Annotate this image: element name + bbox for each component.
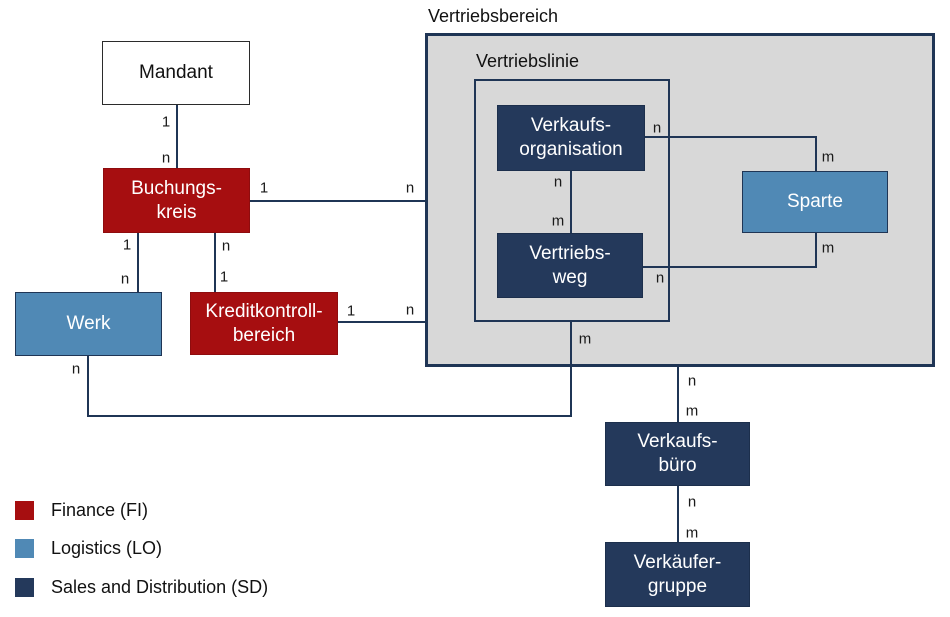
cardinality-verkaufsorganisation-vertriebsweg-m: m: [551, 212, 565, 230]
cardinality-buchungskreis-kkb-1: 1: [219, 268, 229, 286]
cardinality-verkaufsorganisation-sparte-n: n: [652, 119, 662, 137]
cardinality-vertriebslinie-werk-m: m: [578, 330, 592, 348]
entity-sparte-label: Sparte: [787, 191, 843, 212]
entity-vertriebsweg-label-line2: weg: [552, 266, 588, 288]
entity-verkaufsbuero-label-line2: büro: [658, 455, 697, 476]
connector-verkaufsorganisation-sparte: [645, 136, 817, 171]
cardinality-buchungskreis-vertriebsbereich-n: n: [405, 179, 415, 197]
cardinality-buchungskreis-werk-1: 1: [122, 236, 132, 254]
cardinality-kkb-vertriebsbereich-1: 1: [346, 302, 356, 320]
logistics-color-swatch: [15, 539, 34, 558]
cardinality-verkaufsorganisation-sparte-m: m: [821, 148, 835, 166]
legend-item-sales-distribution: Sales and Distribution (SD): [15, 577, 268, 598]
cardinality-buchungskreis-werk-n: n: [120, 270, 130, 288]
legend-label-sales-distribution: Sales and Distribution (SD): [51, 577, 269, 597]
cardinality-vertriebsbereich-verkaufsbuero-n: n: [687, 372, 697, 390]
entity-verkaufsbuero-label-line1: Verkaufs-: [637, 431, 718, 452]
cardinality-verkaufsbuero-verkaeufergruppe-m: m: [685, 524, 699, 542]
entity-buchungskreis-label-line2: kreis: [156, 201, 197, 223]
connector-sparte-vertriebsweg: [643, 233, 817, 268]
entity-mandant: Mandant: [102, 41, 250, 105]
entity-verkaufsorganisation-label-line2: organisation: [519, 139, 623, 160]
cardinality-vertriebsweg-sparte-m: m: [821, 239, 835, 257]
entity-verkaufsorganisation-label-line1: Verkaufs-: [530, 115, 612, 136]
legend-label-finance: Finance (FI): [51, 500, 149, 520]
legend-item-finance: Finance (FI): [15, 500, 148, 521]
cardinality-buchungskreis-vertriebsbereich-1: 1: [259, 179, 269, 197]
cardinality-vertriebsweg-sparte-n: n: [655, 269, 665, 287]
cardinality-mandant-buchungskreis-n: n: [161, 149, 171, 167]
sales-distribution-color-swatch: [15, 578, 34, 597]
cardinality-werk-vertriebslinie-n: n: [71, 360, 81, 378]
finance-color-swatch: [15, 501, 34, 520]
vertriebslinie-area-label: Vertriebslinie: [476, 51, 580, 71]
entity-werk: Werk: [15, 292, 162, 356]
entity-verkaeufergruppe: Verkäufer- gruppe: [605, 542, 750, 607]
cardinality-verkaufsbuero-verkaeufergruppe-n: n: [687, 493, 697, 511]
entity-buchungskreis: Buchungs- kreis: [103, 168, 250, 233]
entity-buchungskreis-label-line1: Buchungs-: [131, 177, 222, 199]
legend-label-logistics: Logistics (LO): [51, 538, 163, 558]
entity-verkaeufergruppe-label-line2: gruppe: [647, 575, 708, 597]
cardinality-mandant-buchungskreis-1: 1: [161, 113, 171, 131]
cardinality-buchungskreis-kkb-n: n: [221, 237, 231, 255]
vertriebsbereich-area-label: Vertriebsbereich: [428, 6, 559, 26]
cardinality-kkb-vertriebsbereich-n: n: [405, 301, 415, 319]
vertriebslinie-area: [474, 79, 670, 322]
cardinality-verkaufsorganisation-vertriebsweg-n: n: [553, 173, 563, 191]
entity-vertriebsweg-label-line1: Vertriebs-: [529, 242, 611, 264]
entity-sparte: Sparte: [742, 171, 888, 233]
entity-kreditkontrollbereich-label-line2: bereich: [232, 324, 296, 346]
legend-item-logistics: Logistics (LO): [15, 538, 162, 559]
entity-werk-label: Werk: [66, 313, 111, 334]
cardinality-vertriebsbereich-verkaufsbuero-m: m: [685, 402, 699, 420]
entity-verkaufsbuero: Verkaufs- büro: [605, 422, 750, 486]
entity-kreditkontrollbereich: Kreditkontroll- bereich: [190, 292, 338, 355]
entity-verkaufsorganisation: Verkaufs- organisation: [497, 105, 645, 171]
connector-werk-vertriebslinie: [87, 322, 572, 417]
entity-verkaeufergruppe-label-line1: Verkäufer-: [633, 551, 722, 573]
entity-vertriebsweg: Vertriebs- weg: [497, 233, 643, 298]
entity-kreditkontrollbereich-label-line1: Kreditkontroll-: [205, 300, 323, 322]
entity-mandant-label: Mandant: [139, 62, 213, 83]
